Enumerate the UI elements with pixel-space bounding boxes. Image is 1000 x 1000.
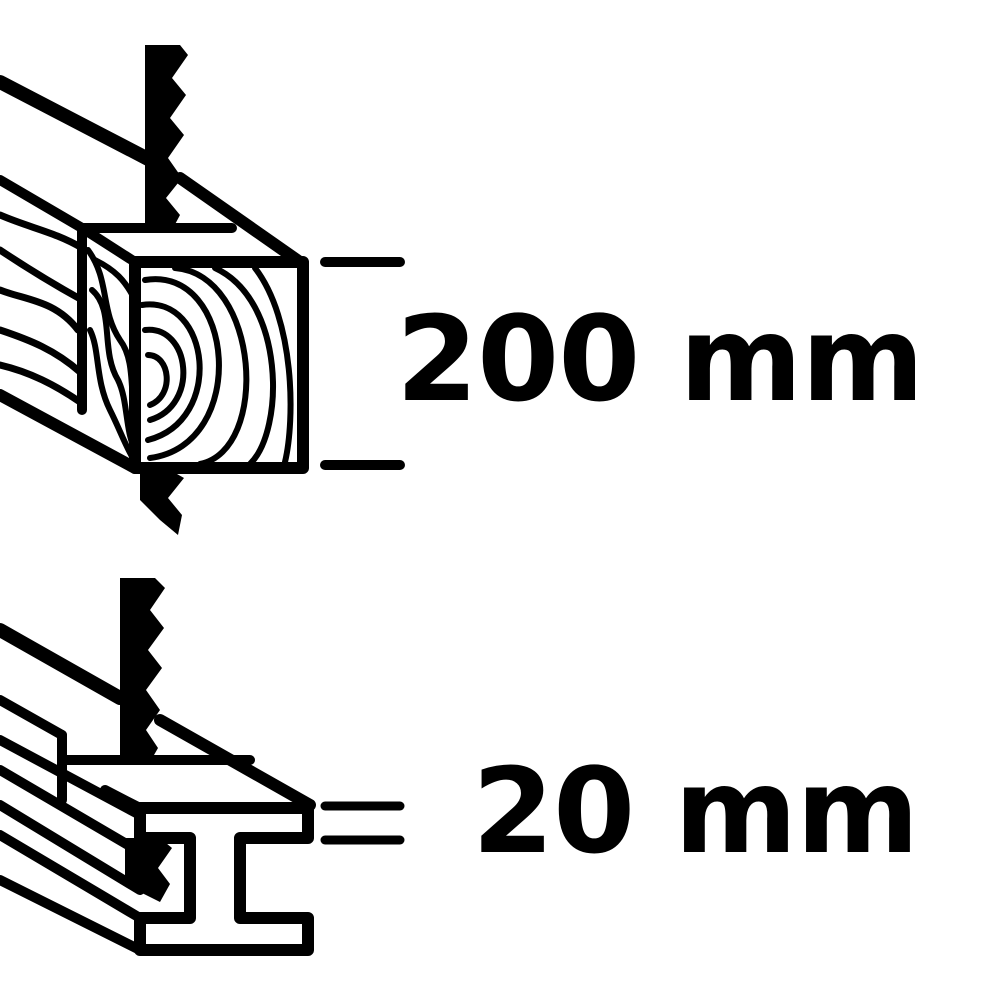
wood-beam-icon [0,75,309,474]
metal-capacity-label: 20 mm [472,742,919,880]
jigsaw-blade-icon [120,578,172,902]
wood-capacity-label: 200 mm [396,290,924,428]
jigsaw-blade-icon [140,45,188,535]
dimension-marker-icon [320,801,405,845]
metal-i-beam-icon [0,623,316,956]
dimension-marker-icon [320,257,405,470]
